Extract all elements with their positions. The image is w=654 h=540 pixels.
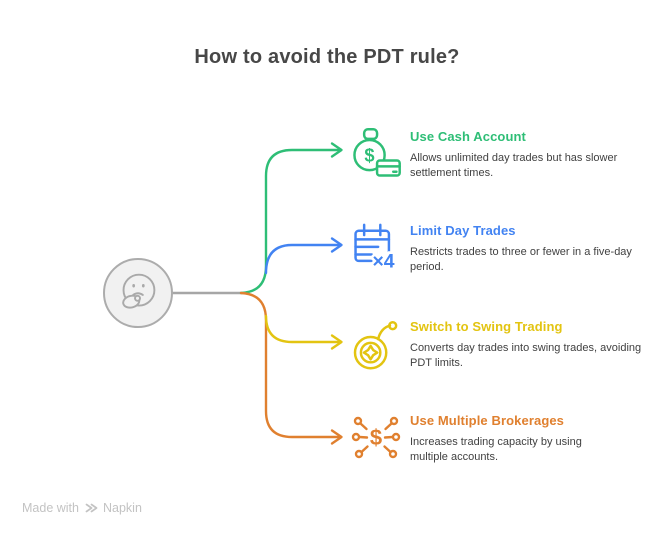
- branch-title: Use Multiple Brokerages: [410, 413, 565, 428]
- cash-account-watch-icon: $: [353, 127, 401, 177]
- connector-green: [239, 148, 341, 295]
- branch-use-cash-account[interactable]: $ Use Cash Account Allows unlimited day …: [350, 126, 646, 182]
- branch-title: Limit Day Trades: [410, 223, 516, 238]
- svg-text:$: $: [364, 145, 374, 166]
- svg-text:$: $: [370, 425, 382, 450]
- branch-description: Allows unlimited day trades but has slow…: [410, 152, 618, 180]
- branch-title: Use Cash Account: [410, 129, 526, 144]
- page-title: How to avoid the PDT rule?: [194, 46, 460, 68]
- central-topic-node[interactable]: [103, 258, 173, 328]
- napkin-logo-icon: [85, 503, 98, 513]
- branch-description: Increases trading capacity by using mult…: [410, 436, 582, 464]
- footer-prefix: Made with: [22, 501, 79, 515]
- branch-description: Restricts trades to three or fewer in a …: [410, 246, 632, 274]
- arrowhead-yellow: [330, 334, 343, 350]
- branch-limit-day-trades[interactable]: ×4 Limit Day Trades Restricts trades to …: [350, 220, 646, 276]
- connector-yellow: [264, 314, 341, 344]
- arrowhead-blue: [330, 237, 343, 253]
- connector-orange: [239, 291, 341, 439]
- footer-brand: Napkin: [102, 501, 142, 515]
- thinking-face-icon: [122, 273, 156, 309]
- branch-switch-to-swing-trading[interactable]: Switch to Swing Trading Converts day tra…: [350, 316, 646, 372]
- arrowhead-green: [330, 142, 343, 158]
- branch-description: Converts day trades into swing trades, a…: [410, 342, 642, 370]
- branch-use-multiple-brokerages[interactable]: $ Use Multiple Brokerages Increases trad…: [350, 410, 615, 466]
- branch-title: Switch to Swing Trading: [410, 319, 563, 334]
- network-dollar-icon: $: [351, 416, 401, 459]
- connector-blue: [264, 243, 341, 275]
- svg-text:×4: ×4: [372, 250, 394, 272]
- arrowhead-orange: [330, 429, 343, 445]
- yoyo-swing-icon: [353, 321, 398, 370]
- made-with-napkin-attribution[interactable]: Made with Napkin: [22, 501, 142, 515]
- calendar-icon: ×4: [354, 223, 397, 275]
